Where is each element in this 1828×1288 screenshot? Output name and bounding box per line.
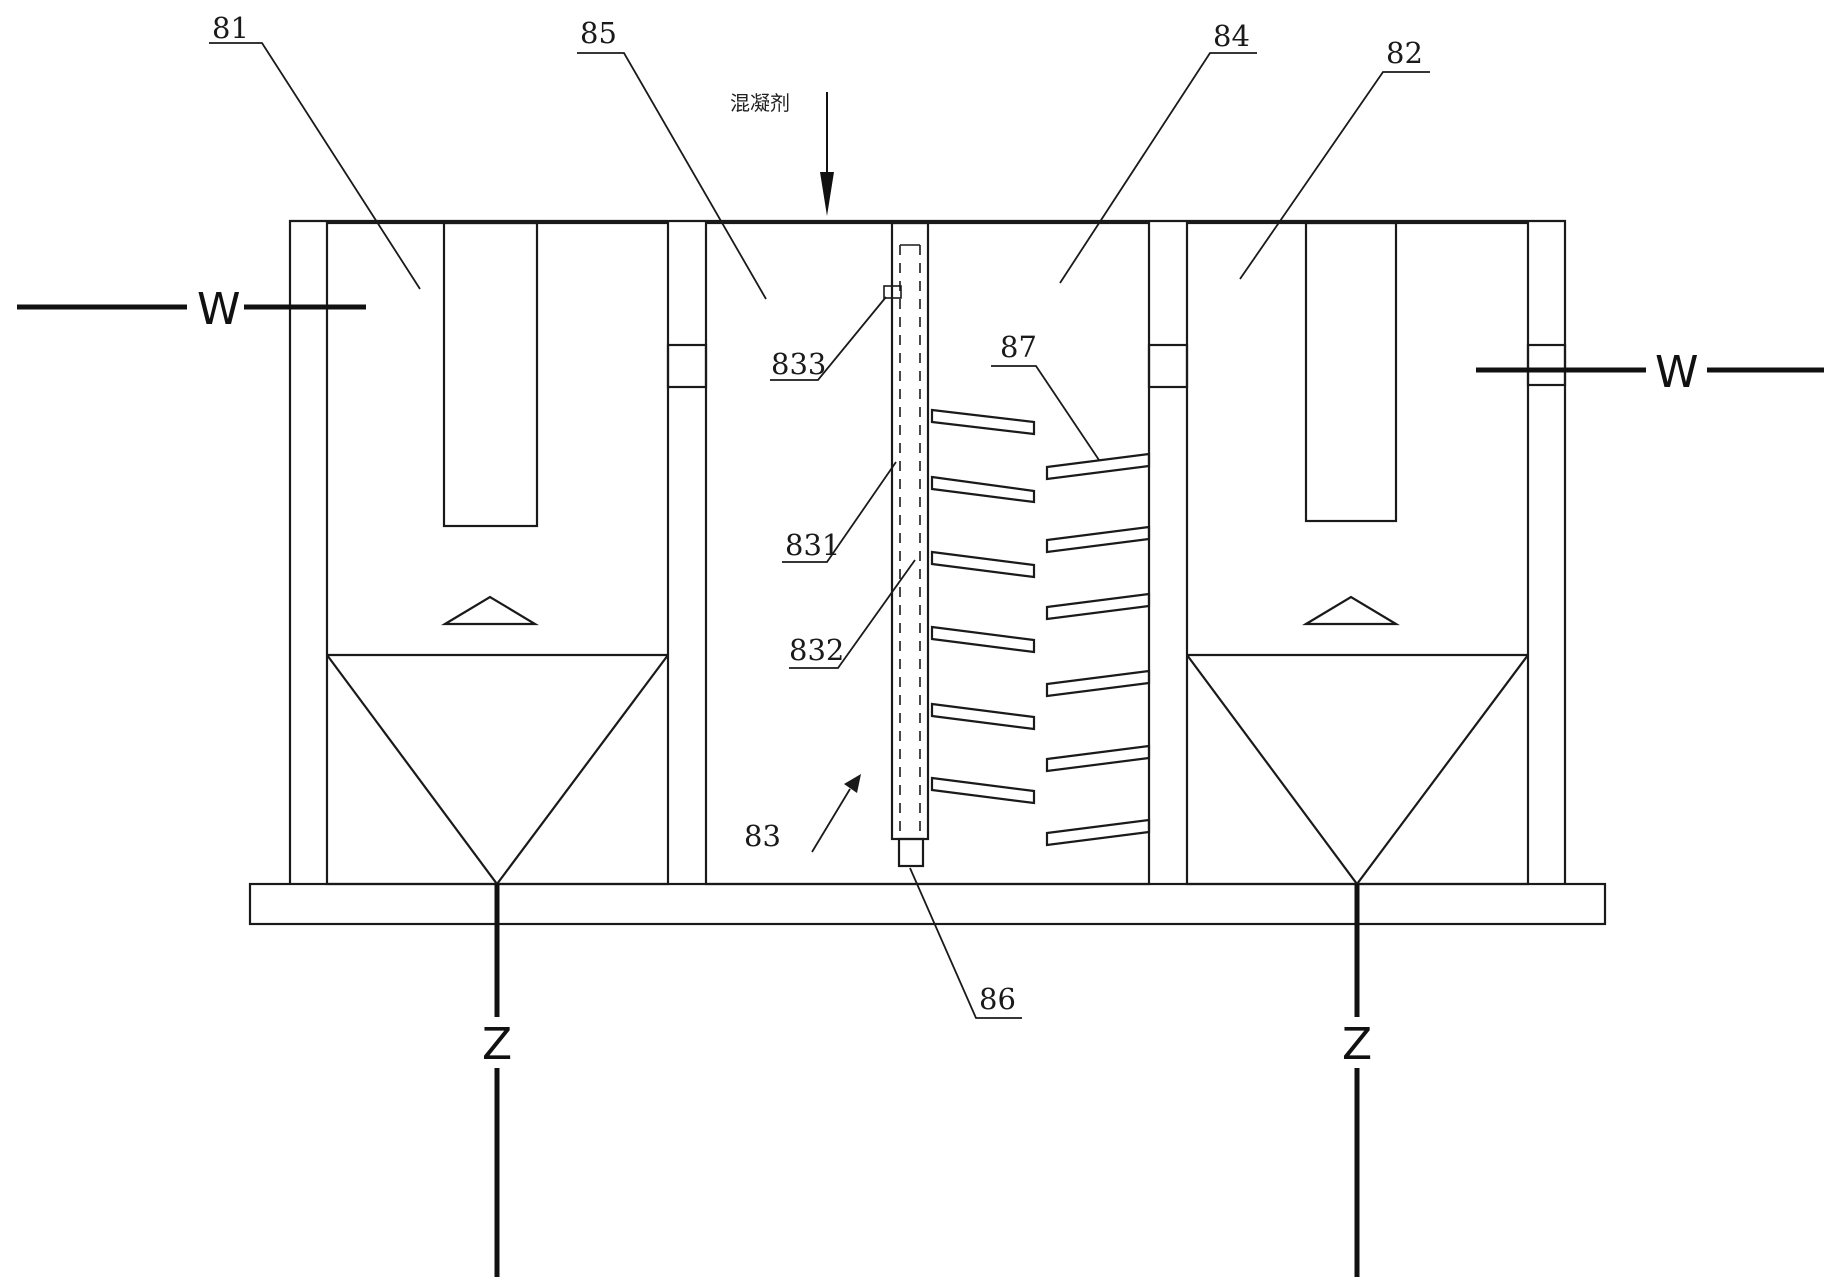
leader-833	[770, 296, 887, 381]
leader-83-arrow	[811, 788, 851, 853]
leader-84	[1059, 52, 1257, 284]
shaft-blades	[930, 408, 1036, 805]
leader-86	[909, 867, 1022, 1019]
leader-832	[789, 559, 916, 669]
leader-87	[991, 365, 1100, 461]
leader-81	[209, 42, 421, 290]
label-832: 832	[789, 633, 844, 667]
label-82: 82	[1386, 36, 1423, 70]
inlet-flow-marker: W	[197, 284, 241, 335]
label-833: 833	[771, 347, 826, 381]
outlet-flow-marker: W	[1655, 347, 1699, 398]
right-center-baffle	[1304, 221, 1398, 523]
right-pipe-break: Z	[1342, 1019, 1372, 1070]
tank-outer-wall	[288, 219, 1567, 884]
left-cone-deflector	[441, 595, 539, 626]
bearing-86	[897, 837, 925, 868]
label-83: 83	[744, 819, 781, 853]
leader-83-arrowhead	[844, 774, 861, 793]
label-87: 87	[1000, 330, 1037, 364]
label-86: 86	[979, 982, 1016, 1016]
nozzle-833	[883, 285, 902, 299]
coagulant-label: 混凝剂	[730, 91, 790, 115]
outlet-wall-port	[1526, 343, 1567, 387]
right-cone-deflector	[1302, 595, 1400, 626]
leader-85	[577, 52, 767, 300]
left-center-baffle	[442, 221, 539, 528]
wall-baffles-87	[1045, 452, 1151, 847]
leader-82	[1239, 71, 1430, 280]
label-831: 831	[785, 528, 840, 562]
left-pipe-break: Z	[482, 1019, 512, 1070]
label-84: 84	[1213, 19, 1250, 53]
label-81: 81	[212, 11, 249, 45]
dosing-arrow	[820, 92, 834, 216]
label-85: 85	[580, 16, 617, 50]
leader-831	[782, 461, 897, 563]
